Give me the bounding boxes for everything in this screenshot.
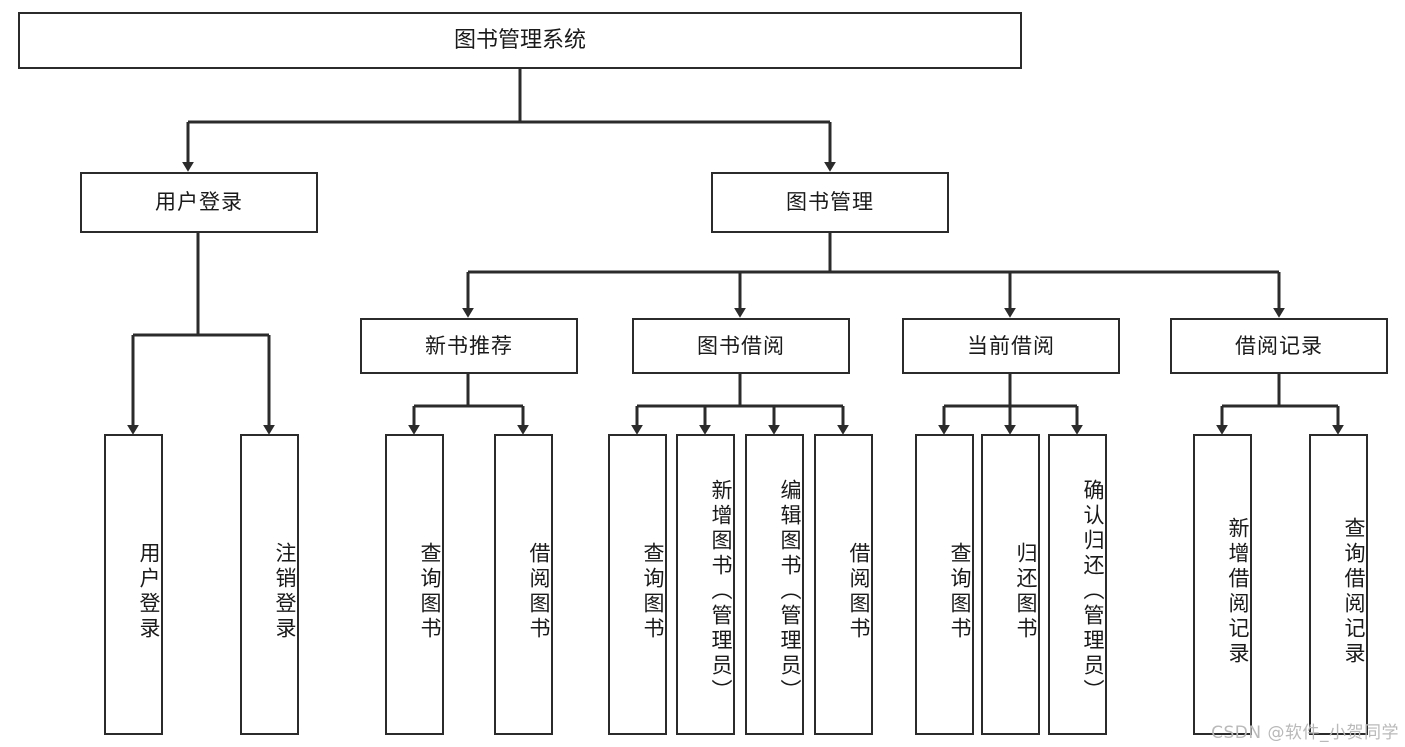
node-leaf-confirm-return-label: 确认归还（管理员） xyxy=(1081,479,1105,704)
node-borrow-record-label: 借阅记录 xyxy=(1235,333,1323,358)
node-leaf-user-login-label: 用户登录 xyxy=(137,541,161,642)
node-root[interactable]: 图书管理系统 xyxy=(18,12,1022,69)
node-leaf-return-book[interactable]: 归还图书 xyxy=(981,434,1040,735)
node-current-borrow[interactable]: 当前借阅 xyxy=(902,318,1120,374)
node-user-login[interactable]: 用户登录 xyxy=(80,172,318,233)
node-current-borrow-label: 当前借阅 xyxy=(967,333,1055,358)
node-leaf-query-book-2[interactable]: 查询图书 xyxy=(608,434,667,735)
node-leaf-add-book-label: 新增图书（管理员） xyxy=(709,479,733,704)
node-book-manage-label: 图书管理 xyxy=(786,190,874,215)
node-borrow-record[interactable]: 借阅记录 xyxy=(1170,318,1388,374)
node-leaf-query-book-1-label: 查询图书 xyxy=(418,541,442,642)
node-new-book-recommend-label: 新书推荐 xyxy=(425,333,513,358)
node-leaf-query-book-1[interactable]: 查询图书 xyxy=(385,434,444,735)
node-book-borrow-label: 图书借阅 xyxy=(697,333,785,358)
node-leaf-query-record[interactable]: 查询借阅记录 xyxy=(1309,434,1368,735)
node-leaf-user-login[interactable]: 用户登录 xyxy=(104,434,163,735)
node-leaf-borrow-book-2[interactable]: 借阅图书 xyxy=(814,434,873,735)
node-leaf-borrow-book-2-label: 借阅图书 xyxy=(847,541,871,642)
node-leaf-logout-login-label: 注销登录 xyxy=(273,541,297,642)
node-book-manage[interactable]: 图书管理 xyxy=(711,172,949,233)
node-leaf-add-record-label: 新增借阅记录 xyxy=(1226,516,1250,667)
node-leaf-borrow-book-1[interactable]: 借阅图书 xyxy=(494,434,553,735)
node-leaf-query-record-label: 查询借阅记录 xyxy=(1342,516,1366,667)
node-root-label: 图书管理系统 xyxy=(453,27,586,53)
node-leaf-query-book-2-label: 查询图书 xyxy=(641,541,665,642)
node-leaf-confirm-return[interactable]: 确认归还（管理员） xyxy=(1048,434,1107,735)
node-new-book-recommend[interactable]: 新书推荐 xyxy=(360,318,578,374)
node-leaf-return-book-label: 归还图书 xyxy=(1014,541,1038,642)
node-leaf-edit-book-label: 编辑图书（管理员） xyxy=(778,479,802,704)
node-book-borrow[interactable]: 图书借阅 xyxy=(632,318,850,374)
node-leaf-add-book[interactable]: 新增图书（管理员） xyxy=(676,434,735,735)
node-leaf-logout-login[interactable]: 注销登录 xyxy=(240,434,299,735)
node-leaf-query-book-3[interactable]: 查询图书 xyxy=(915,434,974,735)
node-user-login-label: 用户登录 xyxy=(155,190,243,215)
node-leaf-edit-book[interactable]: 编辑图书（管理员） xyxy=(745,434,804,735)
node-leaf-borrow-book-1-label: 借阅图书 xyxy=(527,541,551,642)
node-leaf-query-book-3-label: 查询图书 xyxy=(948,541,972,642)
node-leaf-add-record[interactable]: 新增借阅记录 xyxy=(1193,434,1252,735)
